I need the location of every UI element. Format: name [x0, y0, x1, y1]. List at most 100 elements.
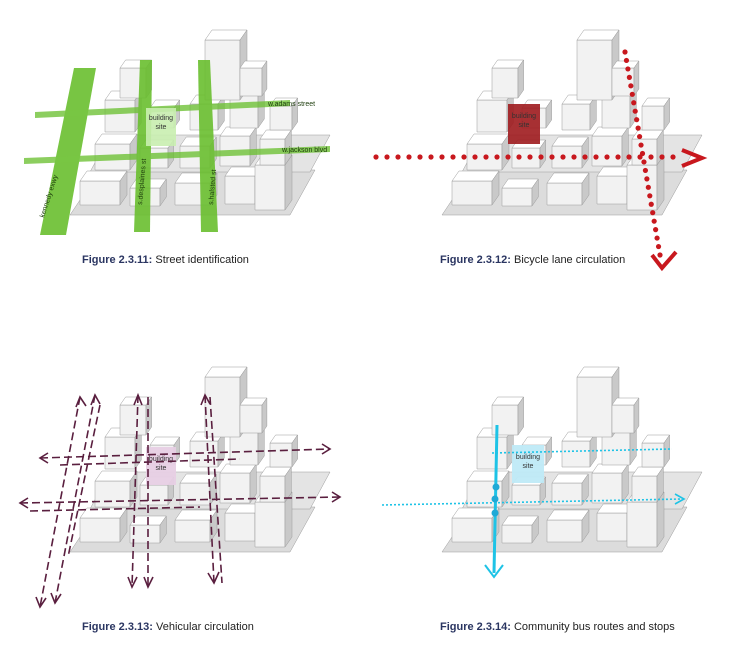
building	[139, 484, 169, 506]
route-dot	[650, 210, 656, 216]
route-dot	[645, 184, 651, 190]
building-site-highlight	[508, 104, 540, 144]
building	[663, 97, 670, 131]
building	[591, 472, 623, 504]
building	[159, 178, 167, 207]
street-jackson	[24, 146, 330, 164]
building	[94, 470, 138, 482]
route-dot	[644, 176, 650, 182]
route-dot	[626, 154, 632, 160]
street-halsted	[198, 60, 218, 232]
site-label-line1: building	[149, 456, 173, 463]
route-dot	[450, 154, 456, 160]
building	[551, 145, 583, 169]
building	[119, 404, 147, 436]
building	[517, 396, 524, 436]
route-dot	[651, 218, 657, 224]
building	[284, 491, 293, 548]
route-dot	[623, 57, 630, 64]
site-label-line1: building	[149, 115, 173, 122]
route-dot	[654, 235, 660, 241]
route-dot	[622, 49, 628, 55]
route-dot	[634, 117, 640, 123]
route-dot	[615, 154, 621, 160]
route-dot	[642, 167, 649, 174]
route-dot	[670, 154, 676, 160]
building	[254, 501, 286, 548]
building	[451, 180, 493, 206]
building	[159, 515, 167, 544]
building	[576, 39, 613, 101]
figure-title: Street identification	[155, 254, 249, 266]
building	[239, 67, 263, 97]
building	[576, 29, 620, 41]
building	[466, 133, 510, 145]
building	[561, 440, 591, 468]
figure-caption: Figure 2.3.11: Street identification	[82, 254, 249, 266]
building	[663, 434, 670, 468]
building	[204, 376, 241, 438]
site-label-line1: building	[516, 454, 540, 461]
street-overlay	[24, 60, 330, 235]
label-adams: w.adams street	[267, 101, 315, 108]
figure-street-identification: building site w.adams street w.jackson b…	[0, 0, 372, 325]
route-dot	[593, 154, 599, 160]
building	[104, 99, 136, 133]
building	[517, 59, 524, 99]
figure-bicycle-lane: building site Figure 2.3.12: Bicycle lan…	[372, 0, 744, 325]
route-dot	[641, 159, 647, 165]
route-dot	[636, 133, 643, 140]
building	[581, 509, 590, 543]
building	[611, 404, 635, 434]
building	[254, 164, 286, 211]
route-dot	[428, 154, 434, 160]
route-dot	[373, 154, 379, 160]
building	[94, 133, 138, 145]
building-site-highlight	[512, 445, 544, 483]
building	[631, 475, 658, 503]
building	[501, 470, 510, 508]
building	[491, 170, 500, 206]
route-dot	[417, 154, 423, 160]
route-dot	[560, 154, 566, 160]
figure-community-bus: building site Figure 2.3.14: Community b…	[372, 325, 744, 650]
figure-title: Community bus routes and stops	[513, 621, 675, 633]
building-site-highlight	[146, 108, 176, 146]
site-label-line2: site	[156, 465, 167, 472]
building	[501, 524, 533, 544]
label-halsted: s.halsted st	[208, 169, 218, 205]
building	[94, 480, 131, 508]
building	[174, 519, 211, 543]
building	[546, 182, 583, 206]
building	[576, 376, 613, 438]
route-dot	[638, 142, 644, 148]
route-dot	[538, 154, 544, 160]
figure-number: Figure 2.3.13:	[82, 621, 153, 633]
building	[491, 67, 519, 99]
building	[79, 170, 128, 182]
building	[576, 366, 620, 378]
building	[79, 180, 121, 206]
building	[561, 103, 591, 131]
figure-number: Figure 2.3.12:	[440, 254, 511, 266]
bus-stop	[492, 483, 500, 491]
figure-caption: Figure 2.3.13: Vehicular circulation	[82, 621, 254, 633]
label-jackson: w.jackson blvd	[281, 147, 327, 154]
building	[641, 105, 665, 131]
route-dot	[527, 154, 533, 160]
route-dot	[494, 154, 500, 160]
building	[546, 509, 590, 521]
route-dot	[582, 154, 588, 160]
route-dot	[659, 154, 665, 160]
route-dot	[472, 154, 478, 160]
route-dot	[635, 125, 641, 131]
building	[269, 442, 293, 468]
building	[511, 147, 541, 169]
figure-number: Figure 2.3.11:	[82, 254, 153, 266]
building	[611, 67, 635, 97]
route-dot	[631, 100, 637, 106]
building	[119, 170, 128, 206]
route-dot	[653, 227, 659, 233]
route-dot	[647, 193, 653, 199]
bus-stop	[491, 509, 499, 517]
